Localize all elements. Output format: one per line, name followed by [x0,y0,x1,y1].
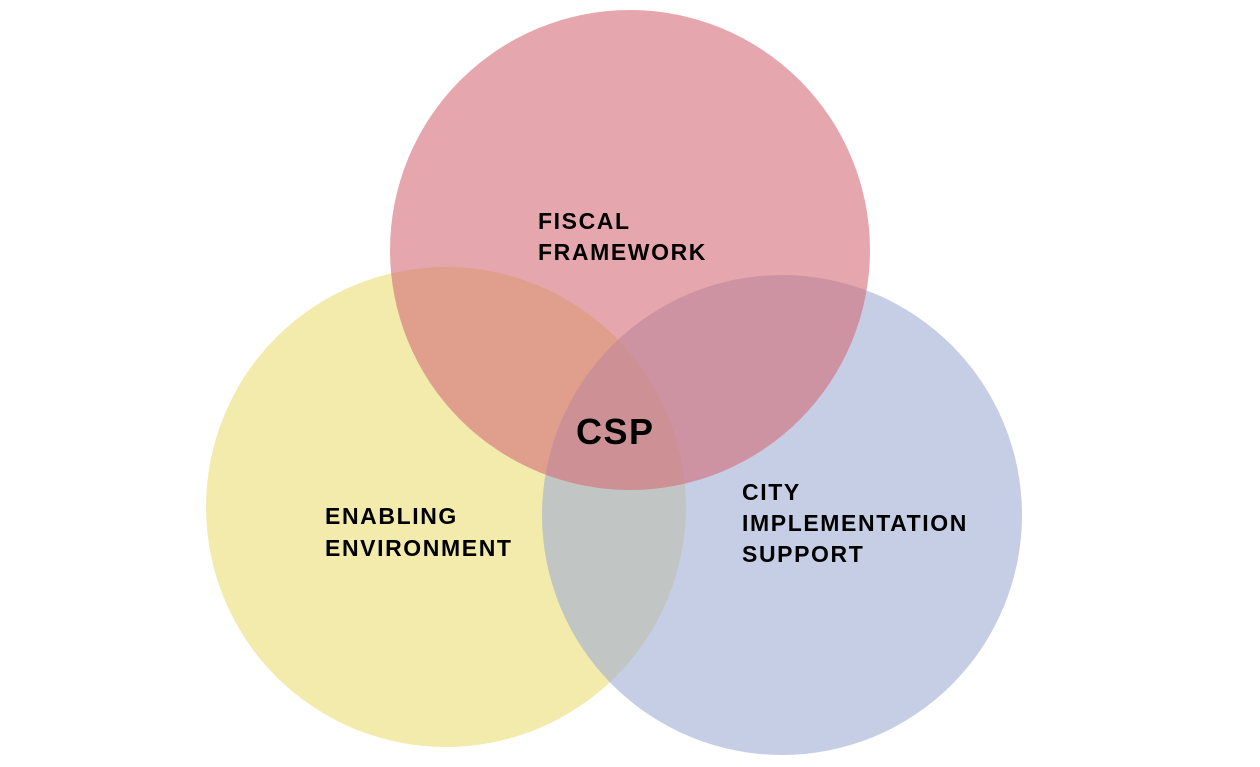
fiscal-framework-label: FISCAL FRAMEWORK [538,208,707,265]
enabling-environment-label-line: ENVIRONMENT [325,535,513,561]
city-implementation-support-label: CITY IMPLEMENTATION SUPPORT [742,479,976,567]
center-label-csp: CSP [576,411,655,452]
city-implementation-support-label-line: CITY [742,479,800,505]
enabling-environment-label-line: ENABLING [325,503,458,529]
fiscal-framework-circle [390,10,870,490]
city-implementation-support-label-line: IMPLEMENTATION [742,510,968,536]
fiscal-framework-label-line: FRAMEWORK [538,239,707,265]
enabling-environment-label: ENABLING ENVIRONMENT [325,503,513,561]
fiscal-framework-label-line: FISCAL [538,208,630,234]
city-implementation-support-label-line: SUPPORT [742,541,864,567]
